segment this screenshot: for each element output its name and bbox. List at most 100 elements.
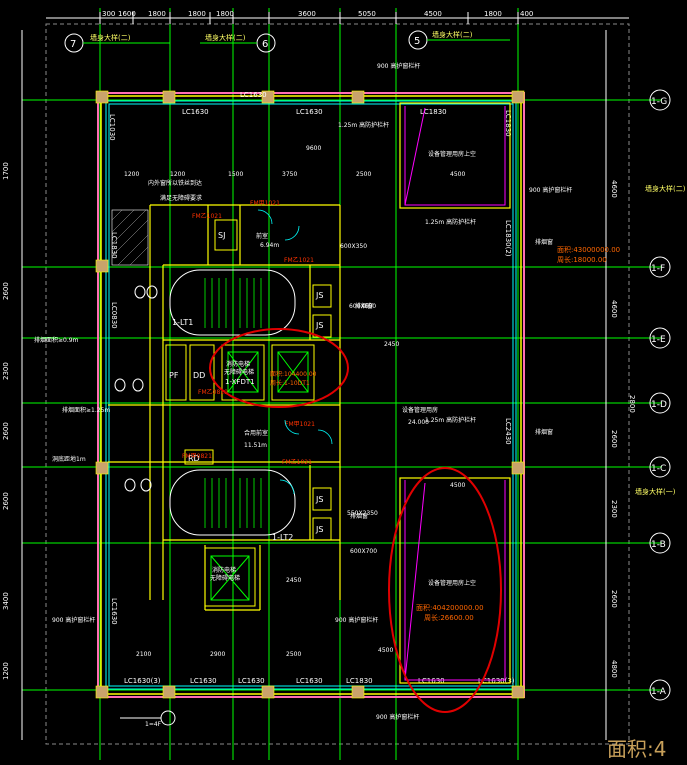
column[interactable] — [511, 461, 525, 475]
note-rail-8: 900 高护窗栏杆 — [529, 186, 572, 194]
right-dim-2: 2800 — [628, 395, 636, 413]
lower-void-room[interactable]: 设备管理用房上空 面积:404200000.00 周长:26600.00 — [399, 477, 511, 684]
lower-void-area: 面积:404200000.00 — [416, 603, 484, 612]
axis-bubble-1G[interactable] — [649, 89, 671, 111]
bottom-window-0: LC1630(3) — [124, 677, 161, 685]
upper-area: 面积:43000000.00 — [557, 245, 620, 254]
axis-bubble-1A[interactable] — [649, 679, 671, 701]
corner-area-text: 面积:4 — [607, 737, 666, 761]
column[interactable] — [351, 685, 365, 699]
axis-bubble-1D[interactable] — [649, 392, 671, 414]
note-rail-1: 900 高护窗栏杆 — [377, 62, 420, 70]
elevator-2-area: 面积:104400.00 — [270, 370, 317, 378]
column[interactable] — [162, 685, 176, 699]
top-dim-1: 1600 — [118, 10, 136, 18]
stair-1-label: 1-LT1 — [172, 318, 193, 327]
door-fw7: FM乙0819 — [198, 389, 228, 396]
column[interactable] — [95, 90, 109, 104]
left-dim-6: 1200 — [2, 662, 10, 680]
bottom-window-6: LC1630(3) — [478, 677, 515, 685]
column[interactable] — [511, 90, 525, 104]
axis-bubble-1A-label: 1-A — [651, 687, 667, 697]
top-dim-8: 1800 — [484, 10, 502, 18]
note-rail-7: 900 高护窗栏杆 — [376, 713, 419, 721]
upper-area-info: 面积:43000000.00 周长:18000.00 — [557, 245, 620, 264]
stair-2-label: 1-LT2 — [272, 533, 293, 542]
right-window-1: LC1830 — [504, 110, 512, 137]
door-fw5: FM乙1021 — [282, 459, 312, 466]
axis-bubble-1F[interactable] — [649, 256, 671, 278]
center-dim-7: 4500 — [378, 647, 393, 654]
elevator-2-shaft[interactable] — [271, 344, 315, 401]
toilet-area — [111, 209, 158, 492]
left-window-2: LC1630 — [110, 598, 118, 625]
bottom-window-labels: LC1630(3) LC1630 LC1630 LC1630 LC1830 LC… — [124, 677, 515, 685]
top-dim-3: 1800 — [188, 10, 206, 18]
axis-bubble-1E[interactable] — [649, 327, 671, 349]
window-line-inner — [105, 100, 517, 690]
door-swing — [257, 209, 273, 225]
note-mid-1: 内外窗所以铁丝到达 — [148, 179, 202, 187]
left-window-1: LC0830 — [110, 302, 118, 329]
shaft-js-4[interactable] — [312, 517, 332, 541]
column[interactable] — [162, 90, 176, 104]
column-axis-bubbles: 7 墙身大样(二) 6 墙身大样(二) 5 墙身大样(二) — [64, 30, 510, 53]
axis-bubble-1G-label: 1-G — [651, 97, 667, 107]
shaft-rd[interactable] — [184, 449, 214, 465]
column[interactable] — [261, 685, 275, 699]
top-dim-4: 1800 — [216, 10, 234, 18]
highlight-circle-elevators[interactable] — [209, 328, 349, 408]
toilet-fixture — [146, 285, 158, 299]
column[interactable] — [351, 90, 365, 104]
upper-perimeter: 周长:18000.00 — [557, 255, 607, 264]
stair-2[interactable]: 1-LT2 — [169, 469, 296, 542]
axis-bubble-1B[interactable] — [649, 532, 671, 554]
column[interactable] — [95, 461, 109, 475]
left-dim-5: 3400 — [2, 592, 10, 610]
shaft-sj[interactable] — [214, 219, 238, 251]
annotations: 900 高护窗栏杆 1.25m 高防护栏杆 1.25m 高防护栏杆 1.25m … — [34, 62, 572, 728]
bottom-window-4: LC1830 — [346, 677, 373, 685]
right-window-2: LC2430 — [504, 418, 512, 445]
shaft-js-1[interactable] — [312, 284, 332, 308]
note-left-1: 排烟面积≥0.9m — [34, 336, 79, 344]
column[interactable] — [511, 685, 525, 699]
center-dim-8: 1200 — [124, 171, 139, 178]
stair-1[interactable]: 1-LT1 — [169, 269, 296, 336]
door-labels: FM甲1021 FM乙1021 FM乙1021 FM甲0821 FM乙1021 … — [182, 200, 315, 466]
top-beam-label-1: 墙身大样(二) — [205, 33, 246, 42]
upper-void-magenta — [404, 106, 506, 206]
top-beam-label-2: 墙身大样(二) — [432, 30, 473, 39]
elevator-3-shaft[interactable] — [204, 547, 256, 607]
axis-bubble-6-label: 6 — [262, 39, 268, 50]
column[interactable] — [261, 90, 275, 104]
top-dim-6: 5050 — [358, 10, 376, 18]
elevator-3-label2: 无障碍电梯 — [210, 574, 240, 582]
center-dim-10: 2450 — [384, 341, 399, 348]
top-window-1: LC1630 — [182, 108, 209, 116]
stair-1-outline — [169, 269, 296, 336]
shaft-dd[interactable] — [189, 344, 215, 401]
shaft-sj-label: SJ — [218, 231, 225, 240]
door-fw2: FM乙1021 — [284, 257, 314, 264]
shaft-pf[interactable] — [165, 344, 187, 401]
left-dimension-line: 1700 2600 2300 2600 2600 3400 1200 — [2, 30, 23, 740]
left-dim-3: 2600 — [2, 422, 10, 440]
left-dim-1: 2600 — [2, 282, 10, 300]
center-dim-11: 2100 — [136, 651, 151, 658]
note-vent-1: 600X600 — [349, 303, 376, 310]
elevator-1-shaft[interactable] — [221, 344, 265, 401]
axis-bubble-1C[interactable] — [649, 456, 671, 478]
column[interactable] — [95, 685, 109, 699]
door-swings — [257, 209, 333, 495]
left-dim-4: 2600 — [2, 492, 10, 510]
shaft-js-3[interactable] — [312, 487, 332, 511]
upper-void-room[interactable]: 设备管理用房上空 — [399, 102, 511, 209]
column[interactable] — [95, 259, 109, 273]
lower-void-diagonal — [404, 482, 426, 681]
note-smoke-4: 排烟窗 — [350, 512, 368, 520]
toilet-fixture — [124, 478, 136, 492]
door-swing — [317, 429, 333, 445]
highlight-circle-void[interactable] — [388, 467, 502, 713]
